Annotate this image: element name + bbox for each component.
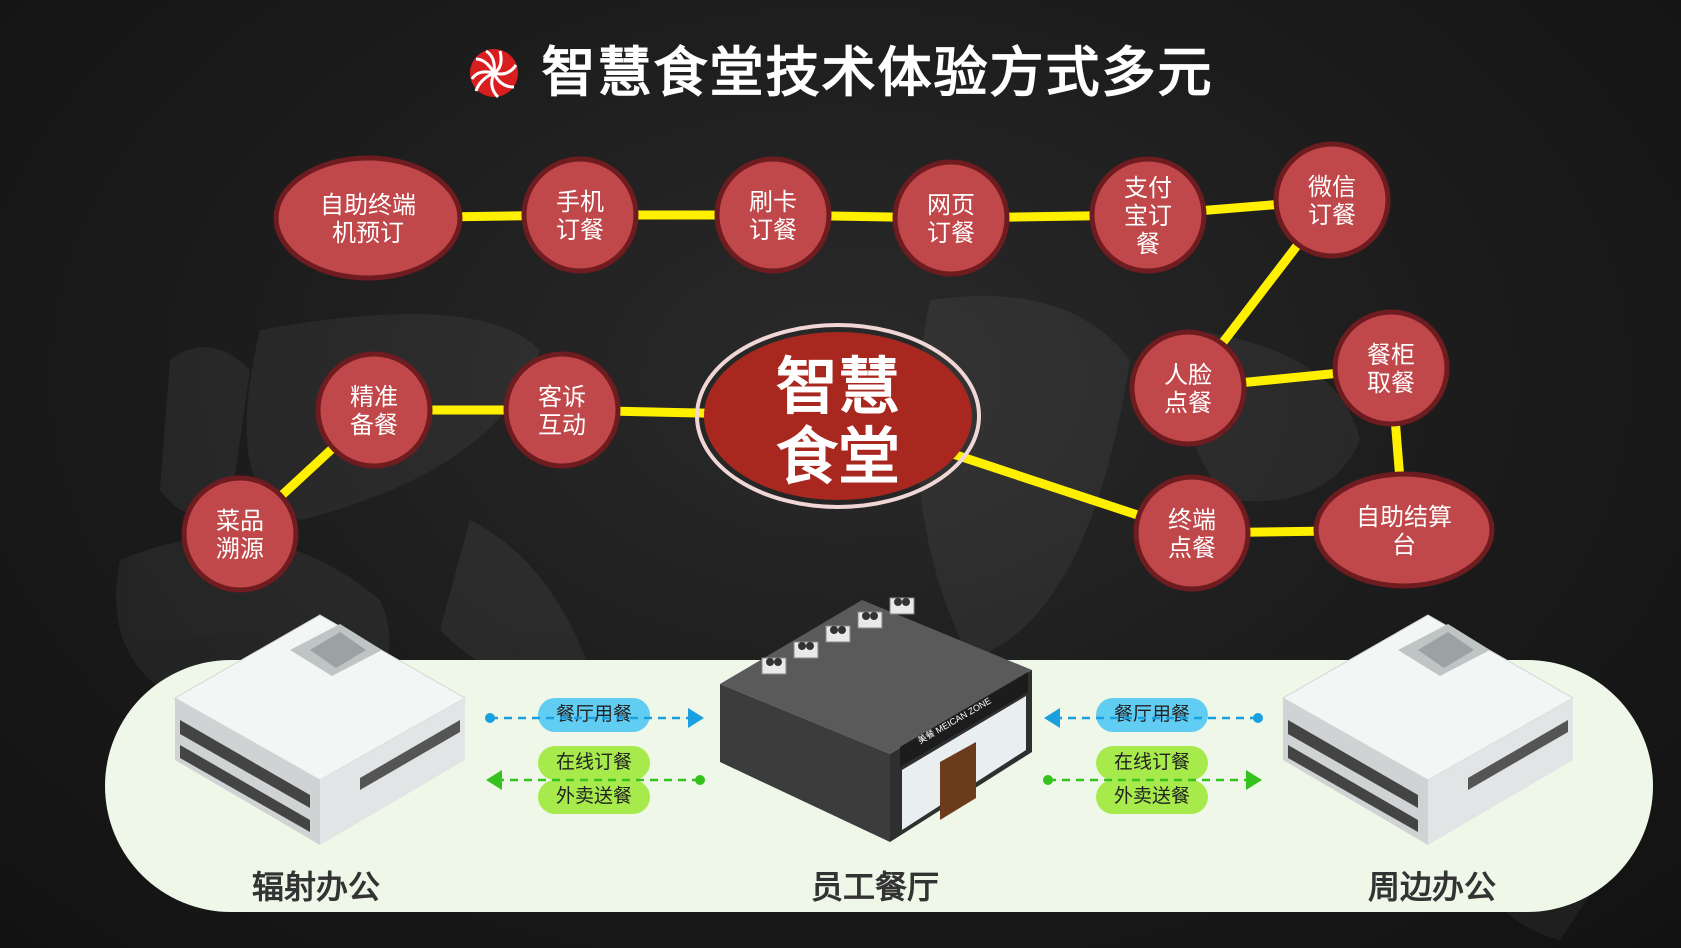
- node-label: 溯源: [216, 535, 264, 563]
- node-bubble: [1313, 471, 1495, 589]
- node-label: 自助终端: [320, 191, 416, 219]
- nearby-office-label: 周边办公: [1367, 869, 1496, 905]
- node-label: 互动: [538, 411, 586, 439]
- pinwheel-logo-icon: [469, 49, 518, 99]
- node-bubble: [1273, 141, 1391, 259]
- center-node-ring: [695, 323, 981, 509]
- center-node: 智慧食堂: [695, 323, 981, 509]
- staff-restaurant-label: 员工餐厅: [810, 869, 939, 905]
- node-label: 支付: [1124, 174, 1172, 202]
- node-label: 微信: [1308, 173, 1356, 201]
- node-label: 网页: [927, 191, 975, 219]
- left-office-building: [173, 614, 467, 845]
- node-bubble: [714, 156, 832, 274]
- node-label: 机预订: [332, 219, 404, 247]
- node-label: 手机: [556, 188, 604, 216]
- left-dine-in-pill: 餐厅用餐: [538, 698, 650, 732]
- center-node-label: 食堂: [776, 423, 900, 492]
- right-dine-in-pill: 餐厅用餐: [1096, 698, 1208, 732]
- node-bubble: [315, 351, 433, 469]
- node-label: 订餐: [556, 216, 604, 244]
- node-label: 订餐: [927, 219, 975, 247]
- radiating-office-label: 辐射办公: [251, 869, 380, 905]
- right-online-pill: 在线订餐: [1096, 746, 1208, 780]
- node-bubble: [503, 351, 621, 469]
- node-label: 精准: [350, 383, 398, 411]
- page-title-text: 智慧食堂技术体验方式多元: [541, 43, 1214, 103]
- node-label: 点餐: [1164, 389, 1212, 417]
- node-label: 餐柜: [1367, 341, 1415, 369]
- node-label: 点餐: [1168, 534, 1216, 562]
- node-label: 菜品: [216, 507, 264, 535]
- node-bubble: [1129, 329, 1247, 447]
- node-label: 备餐: [350, 411, 398, 439]
- page-title: 智慧食堂技术体验方式多元: [0, 28, 1681, 107]
- right-office-building: [1281, 614, 1575, 845]
- node-bubble: [521, 156, 639, 274]
- node-label: 刷卡: [749, 188, 797, 216]
- node-label: 终端: [1168, 506, 1216, 534]
- left-online-pill: 在线订餐: [538, 746, 650, 780]
- node-label: 客诉: [538, 383, 586, 411]
- node-label: 人脸: [1164, 361, 1212, 389]
- center-node-label: 智慧: [776, 353, 900, 422]
- node-label: 取餐: [1367, 369, 1415, 397]
- smart-canteen-diagram: 自助终端机预订手机订餐刷卡订餐网页订餐支付宝订餐微信订餐人脸点餐餐柜取餐自助结算…: [181, 141, 1495, 593]
- node-bubble: [1332, 309, 1450, 427]
- center-node-fill: [704, 332, 972, 500]
- node-bubble: [892, 159, 1010, 277]
- node-label: 台: [1392, 531, 1416, 559]
- node-bubble: [1089, 156, 1207, 274]
- method-nodes: 自助终端机预订手机订餐刷卡订餐网页订餐支付宝订餐微信订餐人脸点餐餐柜取餐自助结算…: [181, 141, 1495, 593]
- node-bubble: [273, 155, 463, 281]
- staff-restaurant-building: 美餐 MEICAN ZONE: [720, 597, 1032, 842]
- node-label: 宝订: [1124, 202, 1172, 230]
- left-delivery-pill: 外卖送餐: [538, 780, 650, 814]
- node-label: 订餐: [749, 216, 797, 244]
- node-label: 餐: [1136, 230, 1160, 258]
- right-delivery-pill: 外卖送餐: [1096, 780, 1208, 814]
- node-bubble: [1133, 474, 1251, 592]
- node-bubble: [181, 475, 299, 593]
- node-label: 自助结算: [1356, 503, 1452, 531]
- node-label: 订餐: [1308, 201, 1356, 229]
